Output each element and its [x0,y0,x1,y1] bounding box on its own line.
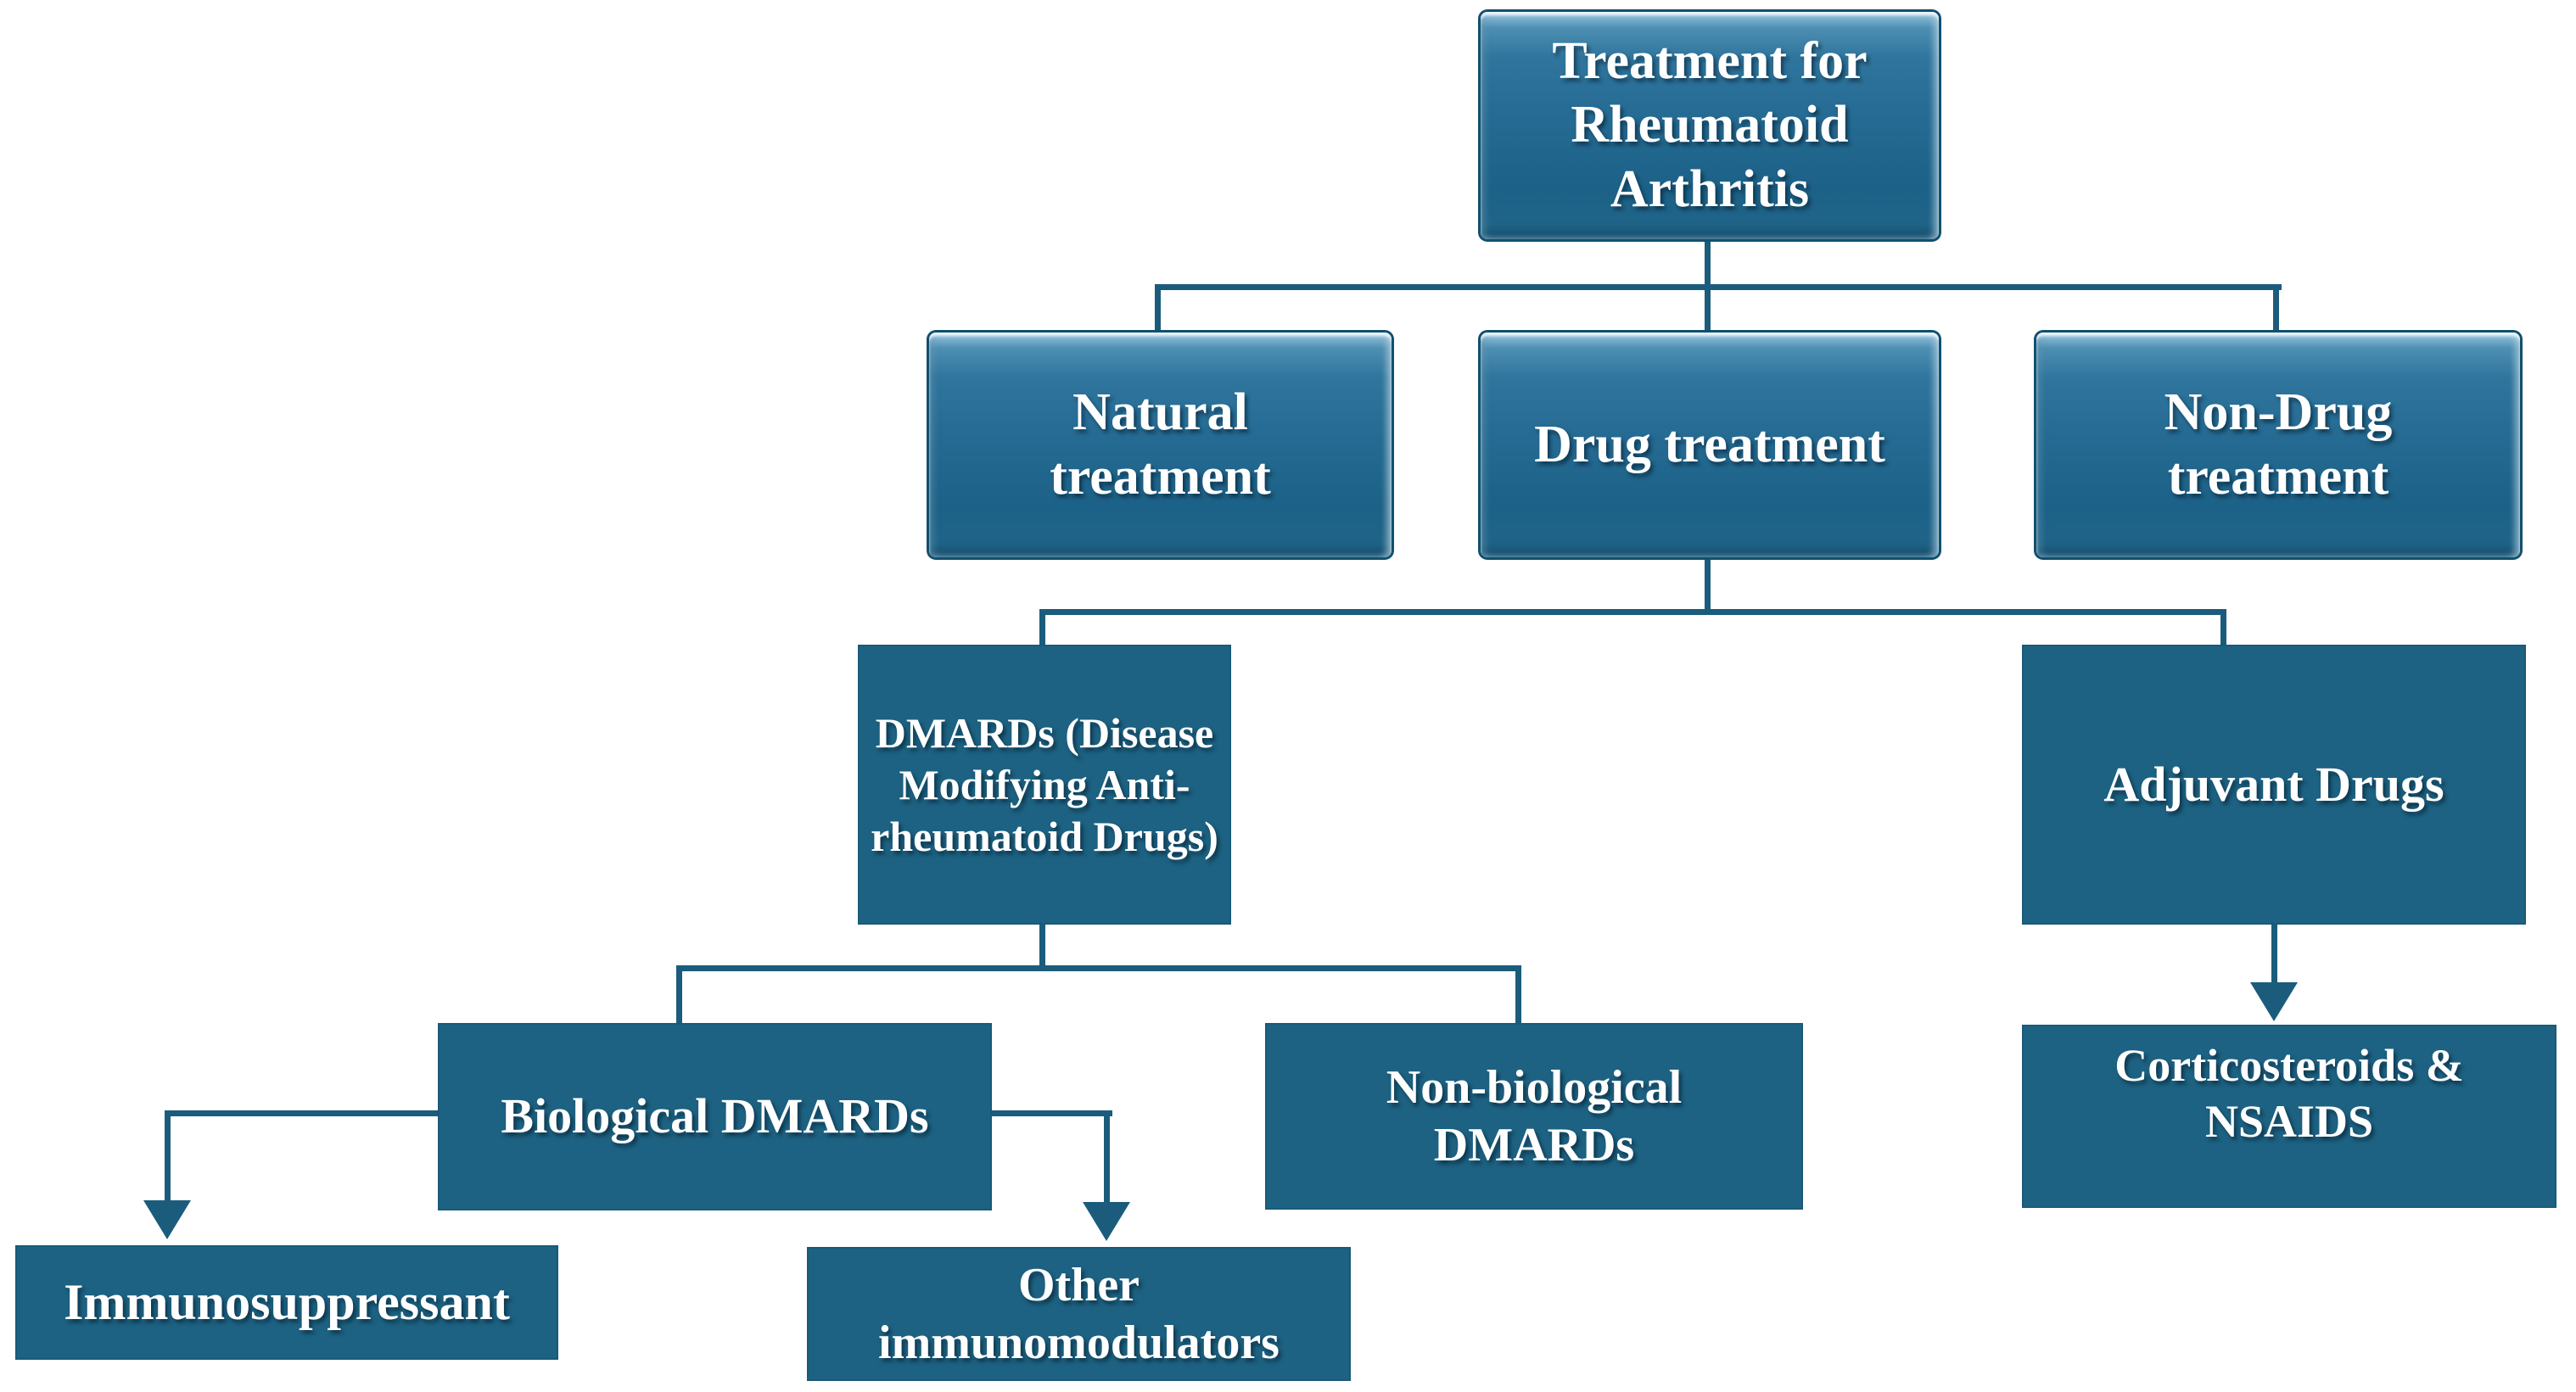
node-treatment-for-rheumatoid-arthritis: Treatment for Rheumatoid Arthritis [1481,12,1939,239]
connector-biological-right-vertical [1104,1110,1110,1205]
node-label-line: Corticosteroids & [2114,1040,2464,1091]
node-biological-dmards: Biological DMARDs [438,1023,992,1210]
node-dmards: DMARDs (Disease Modifying Anti- rheumato… [858,645,1231,925]
connector-adjuvant-arrow-stem [2271,925,2277,986]
connector-drop-nonbiological [1515,965,1521,1023]
node-label-line: Adjuvant Drugs [2103,756,2444,812]
node-non-drug-treatment: Non-Drug treatment [2036,333,2520,557]
arrowhead-immunosuppressant [143,1200,191,1239]
node-label-line: treatment [1050,447,1271,506]
node-label-line: Arthritis [1610,159,1810,218]
node-label-line: Modifying Anti- [899,760,1190,808]
node-label-line: NSAIDS [2204,1095,2374,1147]
node-label-line: Immunosuppressant [64,1273,510,1330]
connector-drop-biological [676,965,682,1023]
node-adjuvant-drugs: Adjuvant Drugs [2022,645,2526,925]
node-label-line: immunomodulators [878,1317,1280,1369]
connector-drop-adjuvant [2220,609,2226,645]
connector-drop-dmards [1039,609,1045,645]
connector-drop-drug [1705,284,1711,333]
node-label-line: DMARDs [1433,1119,1635,1171]
node-label-line: treatment [2167,447,2389,506]
connector-biological-right-horizontal [989,1110,1112,1116]
node-drug-treatment: Drug treatment [1481,333,1939,557]
connector-dmards-stem [1039,925,1045,971]
node-corticosteroids-nsaids: Corticosteroids & NSAIDS [2022,1025,2556,1208]
connector-biological-left-horizontal [165,1110,440,1116]
node-other-immunomodulators: Other immunomodulators [807,1247,1351,1381]
node-non-biological-dmards: Non-biological DMARDs [1265,1023,1803,1210]
connector-biological-left-vertical [165,1110,171,1204]
connector-row1-horizontal [1155,284,2282,290]
arrowhead-corticosteroids [2250,982,2298,1021]
node-label-line: Non-biological [1386,1060,1683,1114]
arrowhead-other-immunomodulators [1083,1202,1130,1241]
node-label-line: Treatment for [1552,31,1868,90]
connector-row2-horizontal [1039,609,2226,615]
connector-drop-natural [1155,284,1161,333]
node-immunosuppressant: Immunosuppressant [15,1245,558,1360]
node-label-line: Non-Drug [2164,383,2393,441]
connector-root-stem [1705,239,1711,290]
node-label-line: Drug treatment [1534,415,1885,473]
node-natural-treatment: Natural treatment [929,333,1392,557]
node-label-line: rheumatoid Drugs) [871,812,1218,860]
node-label-line: Biological DMARDs [501,1088,929,1144]
connector-drop-nondrug [2273,284,2279,333]
connector-drug-stem [1705,557,1711,615]
connector-row3-horizontal [676,965,1521,971]
node-label-line: DMARDs (Disease [875,708,1214,757]
node-label-line: Rheumatoid [1571,96,1849,154]
node-label-line: Natural [1072,383,1248,441]
node-label-line: Other [1017,1258,1140,1311]
